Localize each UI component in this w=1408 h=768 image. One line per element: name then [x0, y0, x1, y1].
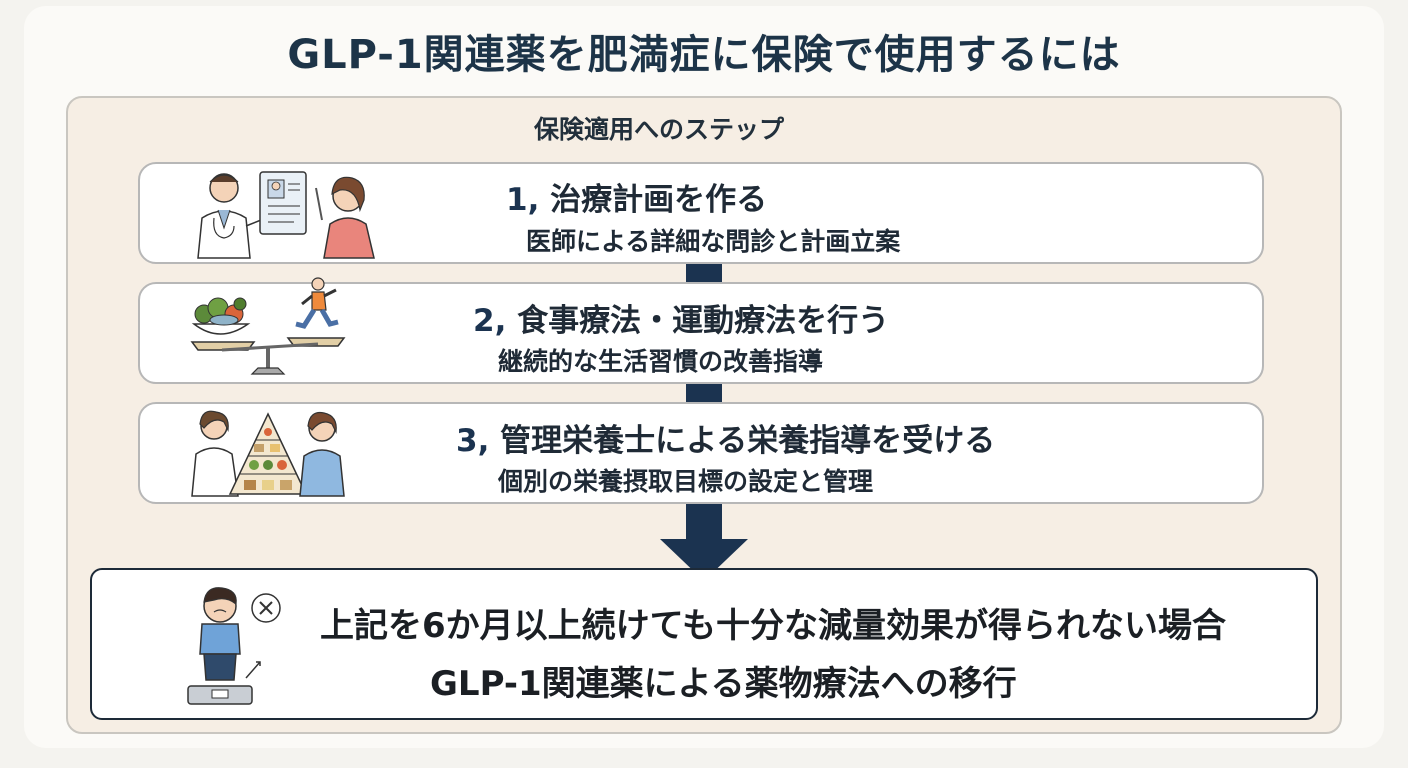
step-3-number: 3, [456, 423, 490, 459]
step-1-heading: 治療計画を作る [550, 182, 768, 218]
step-3-title: 3, 管理栄養士による栄養指導を受ける [456, 415, 995, 460]
down-arrow-icon [660, 505, 748, 581]
step-2-heading: 食事療法・運動療法を行う [517, 303, 890, 339]
step-1-number: 1, [506, 182, 540, 218]
step-3-subtitle: 個別の栄養摂取目標の設定と管理 [498, 467, 874, 496]
doctor-consultation-icon [197, 171, 375, 259]
step-2-title: 2, 食事療法・運動療法を行う [473, 295, 889, 340]
step-1-title: 1, 治療計画を作る [506, 174, 767, 219]
page-title: GLP-1関連薬を肥満症に保険で使用するには [287, 32, 1121, 78]
panel-title: 保険適用へのステップ [534, 115, 785, 144]
step-1-subtitle: 医師による詳細な問診と計画立案 [526, 227, 901, 256]
dietitian-food-pyramid-icon [191, 410, 345, 497]
person-on-scale-icon [187, 587, 281, 705]
step-card-2 [138, 282, 1264, 384]
diet-exercise-balance-icon [190, 277, 346, 375]
result-line-1: 上記を6か月以上続けても十分な減量効果が得られない場合 [320, 606, 1226, 646]
result-line-2: GLP-1関連薬による薬物療法への移行 [430, 664, 1017, 704]
step-2-number: 2, [473, 303, 507, 339]
step-2-subtitle: 継続的な生活習慣の改善指導 [498, 347, 824, 376]
step-3-heading: 管理栄養士による栄養指導を受ける [500, 423, 996, 459]
result-box [90, 568, 1318, 720]
